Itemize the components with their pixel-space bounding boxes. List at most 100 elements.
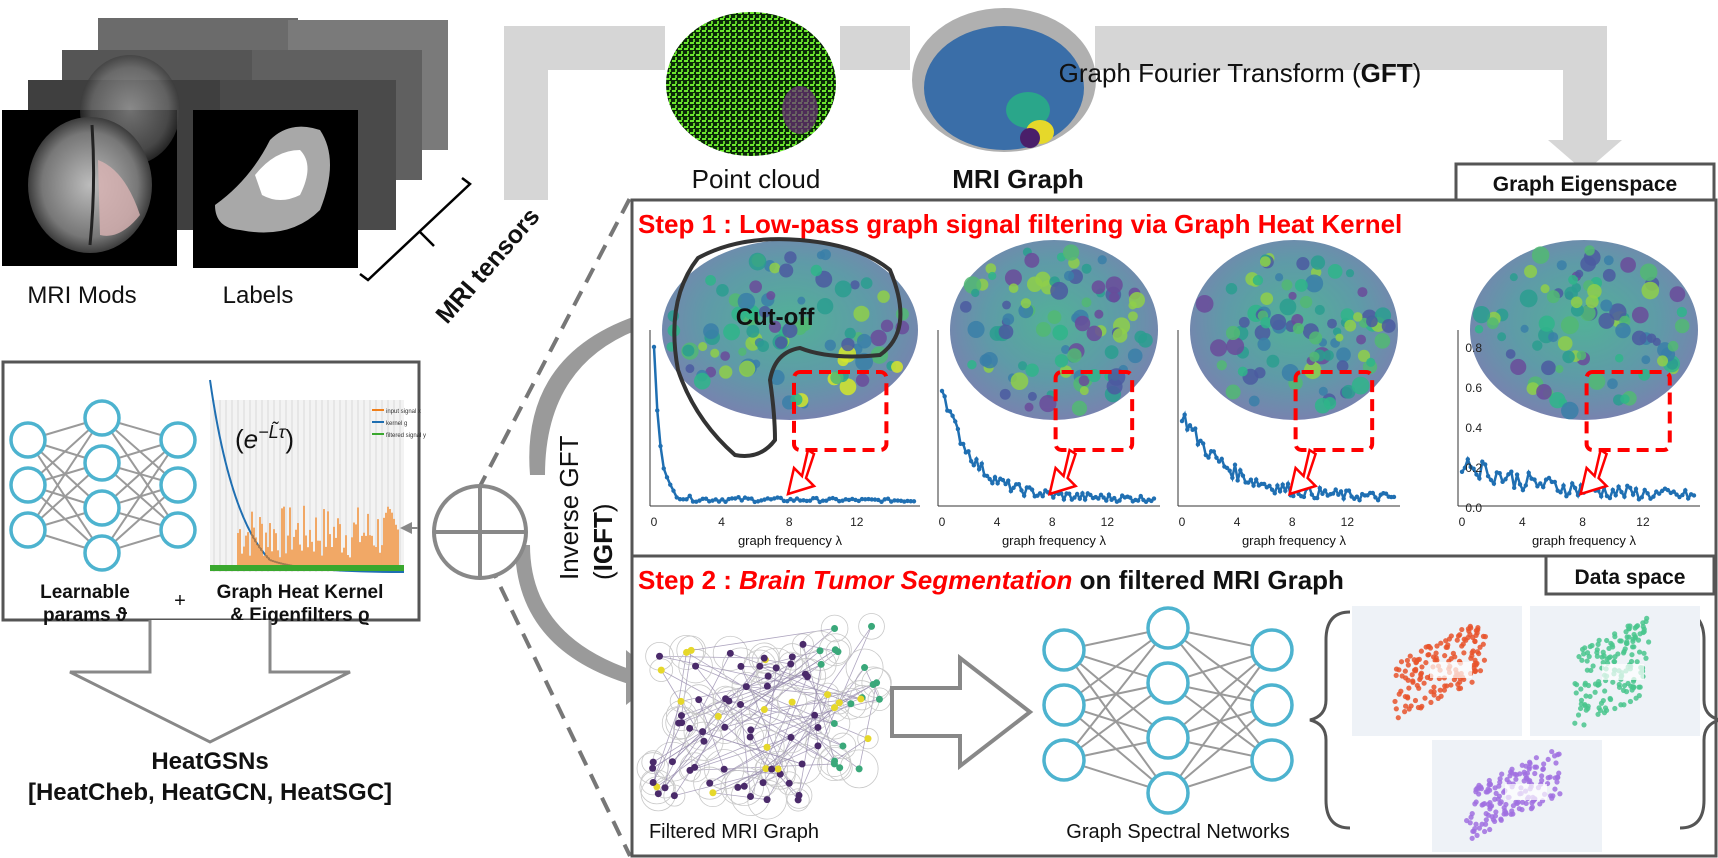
segment-point bbox=[1547, 774, 1553, 780]
graph-node bbox=[853, 305, 870, 322]
labels-stack bbox=[193, 20, 448, 268]
segment-point bbox=[1610, 644, 1616, 650]
graph-node bbox=[649, 778, 657, 786]
frequency-highlight-box bbox=[792, 370, 889, 452]
segment-point bbox=[1398, 688, 1404, 694]
graph-node bbox=[1327, 318, 1337, 329]
graph-node bbox=[864, 735, 872, 743]
segment-point bbox=[1631, 631, 1637, 638]
graph-node bbox=[1646, 333, 1657, 344]
segment-point bbox=[1576, 654, 1582, 660]
graph-node bbox=[784, 251, 797, 264]
graph-node bbox=[1210, 339, 1228, 357]
graph-node bbox=[719, 365, 733, 379]
segment-point bbox=[1575, 712, 1582, 718]
network-edge bbox=[1167, 704, 1273, 794]
x-tick-label: 0 bbox=[1459, 515, 1466, 529]
segment-point bbox=[1606, 655, 1612, 661]
gft-label: Graph Fourier Transform (GFT) bbox=[1059, 58, 1422, 88]
graph-node bbox=[1112, 328, 1128, 343]
graph-node bbox=[1357, 349, 1371, 363]
x-tick-label: 4 bbox=[1234, 515, 1241, 529]
segment-point bbox=[1519, 762, 1525, 768]
learnable-network-diagram bbox=[9, 399, 197, 572]
segment-point bbox=[1595, 641, 1601, 647]
graph-node bbox=[687, 646, 695, 654]
segment-point bbox=[1409, 672, 1415, 678]
graph-node bbox=[747, 726, 755, 734]
segment-point bbox=[1585, 703, 1591, 709]
svg-text:0.6: 0.6 bbox=[1465, 381, 1482, 395]
network-node bbox=[159, 421, 197, 459]
graph-node bbox=[1641, 281, 1660, 300]
graph-node bbox=[678, 719, 686, 727]
graph-node bbox=[1314, 304, 1325, 315]
svg-text:0.0: 0.0 bbox=[1465, 501, 1482, 515]
segment-point bbox=[1413, 660, 1419, 666]
graph-node bbox=[1062, 244, 1080, 261]
graph-node bbox=[1254, 367, 1266, 379]
segment-point bbox=[1470, 648, 1476, 654]
graph-node bbox=[830, 720, 838, 728]
graph-node bbox=[737, 662, 745, 670]
segment-point bbox=[1607, 696, 1614, 703]
segment-point bbox=[1545, 756, 1551, 763]
graph-node bbox=[798, 760, 806, 768]
segment-point bbox=[1526, 766, 1532, 772]
graph-node bbox=[1296, 257, 1310, 271]
graph-node bbox=[1526, 382, 1540, 396]
segment-point bbox=[1486, 777, 1492, 784]
svg-text:input signal x: input signal x bbox=[386, 409, 421, 415]
graph-node bbox=[836, 764, 844, 772]
graph-node bbox=[774, 336, 788, 349]
segment-point bbox=[1437, 687, 1443, 693]
networks-label: Graph Spectral Networks bbox=[1066, 821, 1289, 843]
svg-text:filtered signal y: filtered signal y bbox=[386, 433, 426, 439]
segment-point bbox=[1625, 623, 1631, 629]
network-node bbox=[1146, 716, 1190, 760]
graph-node bbox=[1381, 319, 1396, 333]
segment-point bbox=[1398, 659, 1405, 665]
segment-point bbox=[1461, 676, 1467, 683]
graph-node bbox=[1254, 324, 1271, 341]
segment-point bbox=[1416, 656, 1422, 662]
x-tick-label: 0 bbox=[939, 515, 946, 529]
graph-node bbox=[1486, 317, 1499, 330]
graph-node bbox=[1585, 295, 1599, 309]
graph-node bbox=[1081, 263, 1092, 274]
graph-node bbox=[782, 322, 798, 339]
graph-node bbox=[1536, 383, 1552, 400]
graph-node bbox=[692, 662, 700, 670]
segment-point bbox=[1423, 659, 1429, 666]
graph-node bbox=[1104, 345, 1119, 360]
graph-node bbox=[856, 333, 872, 349]
segment-point bbox=[1392, 698, 1398, 705]
segment-point bbox=[1428, 699, 1434, 705]
graph-node bbox=[1341, 384, 1356, 399]
segment-point bbox=[1486, 782, 1492, 788]
graph-node bbox=[1128, 311, 1138, 322]
x-axis-label: graph frequency λ bbox=[1242, 533, 1347, 548]
segment-point bbox=[1629, 652, 1635, 658]
segment-point bbox=[1548, 793, 1554, 799]
mri-mods-label: MRI Mods bbox=[27, 282, 136, 309]
graph-node bbox=[1047, 310, 1062, 325]
segment-point bbox=[1533, 755, 1539, 761]
graph-node bbox=[785, 779, 793, 787]
network-node bbox=[1042, 738, 1086, 782]
graph-node bbox=[1568, 274, 1579, 285]
graph-node bbox=[873, 679, 881, 687]
graph-node bbox=[1039, 394, 1057, 413]
graph-node bbox=[1024, 252, 1040, 268]
graph-node bbox=[670, 792, 678, 800]
graph-node bbox=[721, 723, 729, 731]
segment-point bbox=[1433, 650, 1439, 656]
network-node bbox=[1042, 683, 1086, 727]
segment-point bbox=[1472, 825, 1478, 832]
graph-node bbox=[1600, 299, 1613, 312]
x-axis-label: graph frequency λ bbox=[1002, 533, 1107, 548]
graph-node bbox=[737, 701, 745, 709]
graph-node bbox=[1105, 276, 1123, 294]
frequency-highlight-box bbox=[1293, 370, 1375, 452]
